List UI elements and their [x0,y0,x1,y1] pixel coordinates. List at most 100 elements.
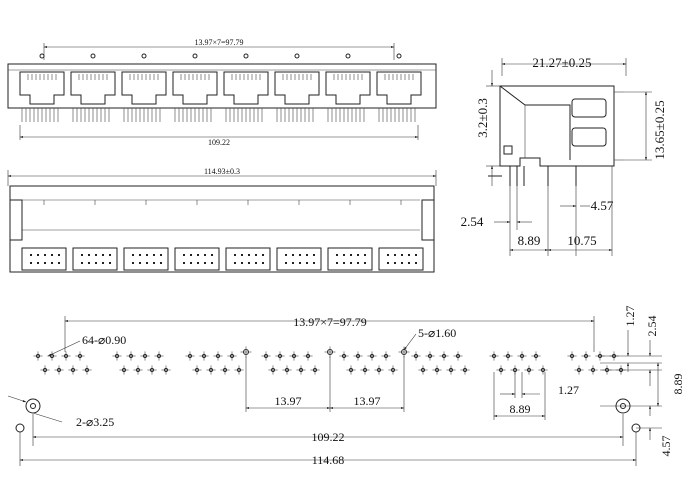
signal-hole [126,351,136,361]
boss-hole-left [25,398,41,414]
signal-hole [388,365,398,375]
mount-holes-label: 5-⌀1.60 [418,326,456,340]
top-port-blocks [21,200,424,271]
v-span-label: 8.89 [671,374,685,395]
front-width-label: 109.22 [208,138,230,147]
side-height-label: 13.65±0.25 [652,100,667,159]
footprint-holes [33,346,626,375]
top-port-block [123,200,169,271]
signal-hole [411,351,421,361]
footprint-view: 13.97×7=97.79 64-⌀0.90 5-⌀1.60 2-⌀3.25 1… [7,306,685,467]
signal-hole [119,365,129,375]
signal-hole [303,351,313,361]
datum-hole-left [15,423,25,433]
signal-hole [261,351,271,361]
signal-hole [517,351,527,361]
port-pitch-a: 13.97 [275,394,302,408]
side-span-b-label: 10.75 [567,233,596,248]
top-port-block [21,200,67,271]
signal-hole [374,365,384,375]
mount-hole [240,346,252,358]
signal-hole [234,365,244,375]
signal-hole [154,351,164,361]
v-pitch-a: 1.27 [623,306,637,327]
port-pitch-b: 13.97 [354,394,381,408]
signal-hole [538,365,548,375]
signal-hole [275,351,285,361]
signal-hole [206,365,216,375]
signal-hole [185,351,195,361]
front-pitch-label: 13.97×7=97.79 [194,38,243,47]
front-ports [19,53,422,105]
signal-hole [432,365,442,375]
boss-holes-label: 2-⌀3.25 [76,415,114,429]
signal-hole [199,351,209,361]
side-height-top-label: 3.2±0.3 [475,98,490,138]
signal-hole [268,365,278,375]
front-view: 13.97×7=97.79 109.22 [7,38,437,147]
signal-hole [220,365,230,375]
boss-span-label: 109.22 [312,430,345,444]
front-housing [7,63,437,109]
top-length-label: 114.93±0.3 [204,167,240,176]
signal-holes-label: 64-⌀0.90 [82,333,126,347]
signal-hole [282,365,292,375]
signal-hole [133,365,143,375]
signal-hole [75,351,85,361]
signal-hole [567,351,577,361]
signal-hole [531,351,541,361]
signal-hole [68,365,78,375]
side-width-label: 21.27±0.25 [532,55,591,70]
signal-hole [503,351,513,361]
signal-hole [227,351,237,361]
signal-hole [147,365,157,375]
side-view: 21.27±0.25 3.2±0.3 13.65±0.25 2.54 [461,55,667,256]
overall-label: 114.68 [312,453,345,467]
signal-hole [496,365,506,375]
signal-hole [310,365,320,375]
signal-hole [453,351,463,361]
v-offset-label: 4.57 [659,436,673,457]
signal-hole [33,351,43,361]
signal-hole [82,365,92,375]
front-port [376,53,422,105]
signal-hole [289,351,299,361]
front-port [19,53,65,105]
signal-hole [112,351,122,361]
footprint-pitch-label: 13.97×7=97.79 [293,315,367,329]
signal-hole [54,365,64,375]
signal-hole [353,351,363,361]
top-port-block [72,200,118,271]
signal-hole [418,365,428,375]
side-span-a-label: 8.89 [518,233,541,248]
side-pitch-label: 2.54 [461,214,484,229]
signal-hole [446,365,456,375]
row-span-label: 8.89 [510,402,531,416]
top-port-block [276,200,322,271]
front-pins [21,108,416,122]
front-port [121,53,167,105]
signal-hole [61,351,71,361]
top-port-block [174,200,220,271]
top-port-block [327,200,373,271]
signal-hole [339,351,349,361]
side-offset-label: 4.57 [591,198,614,213]
top-port-block [378,200,424,271]
signal-hole [574,365,584,375]
front-port [172,53,218,105]
signal-hole [161,365,171,375]
signal-hole [588,365,598,375]
top-housing [9,185,435,273]
signal-hole [40,365,50,375]
signal-hole [381,351,391,361]
signal-hole [439,351,449,361]
top-port-block [225,200,271,271]
signal-hole [346,365,356,375]
v-pitch-b: 2.54 [645,316,659,337]
mount-hole [398,346,410,358]
signal-hole [489,351,499,361]
side-housing [499,85,615,167]
signal-hole [192,365,202,375]
